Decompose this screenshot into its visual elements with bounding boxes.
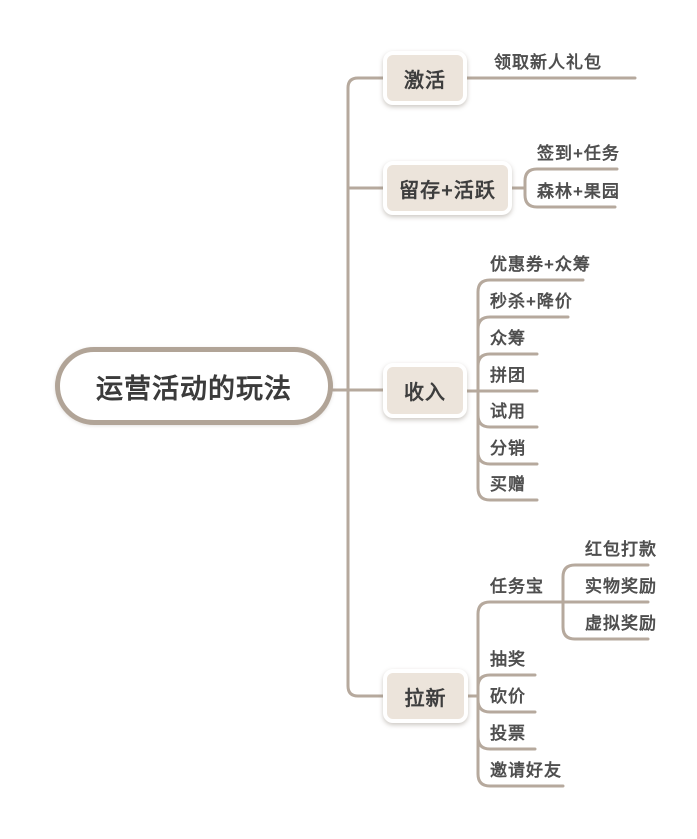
topic-trial[interactable]: 试用 [490,402,526,421]
topic-buy-gift[interactable]: 买赠 [490,475,526,494]
topic-checkin-tasks[interactable]: 签到+任务 [537,144,620,163]
topic-vote[interactable]: 投票 [490,724,526,743]
topic-redpacket-payment[interactable]: 红包打款 [585,540,657,559]
branch-label-activation: 激活 [404,69,446,92]
topic-distribution[interactable]: 分销 [490,439,526,458]
root-node[interactable]: 运营活动的玩法 [55,347,333,425]
topic-newcomer-gift[interactable]: 领取新人礼包 [494,53,602,72]
topic-forest-orchard[interactable]: 森林+果园 [537,182,620,201]
topic-flashsale-discount[interactable]: 秒杀+降价 [490,292,573,311]
topic-virtual-reward[interactable]: 虚拟奖励 [585,614,657,633]
root-node-label: 运营活动的玩法 [96,373,292,404]
topic-invite-friends[interactable]: 邀请好友 [490,761,562,780]
topic-lottery[interactable]: 抽奖 [490,650,526,669]
branch-node-revenue[interactable]: 收入 [383,363,467,418]
branch-node-activation[interactable]: 激活 [383,51,467,105]
topic-physical-reward[interactable]: 实物奖励 [585,577,657,596]
branch-node-retention[interactable]: 留存+活跃 [383,161,512,215]
topic-crowdfunding[interactable]: 众筹 [490,329,526,348]
topic-bargain[interactable]: 砍价 [490,687,526,706]
branch-node-acquisition[interactable]: 拉新 [383,669,468,723]
topic-renwubao[interactable]: 任务宝 [490,577,544,596]
branch-label-acquisition: 拉新 [404,687,447,710]
topic-group-buy[interactable]: 拼团 [490,366,526,385]
branch-label-revenue: 收入 [404,382,446,404]
branch-label-retention: 留存+活跃 [399,179,496,202]
topic-coupon-crowdfunding[interactable]: 优惠券+众筹 [490,255,591,274]
